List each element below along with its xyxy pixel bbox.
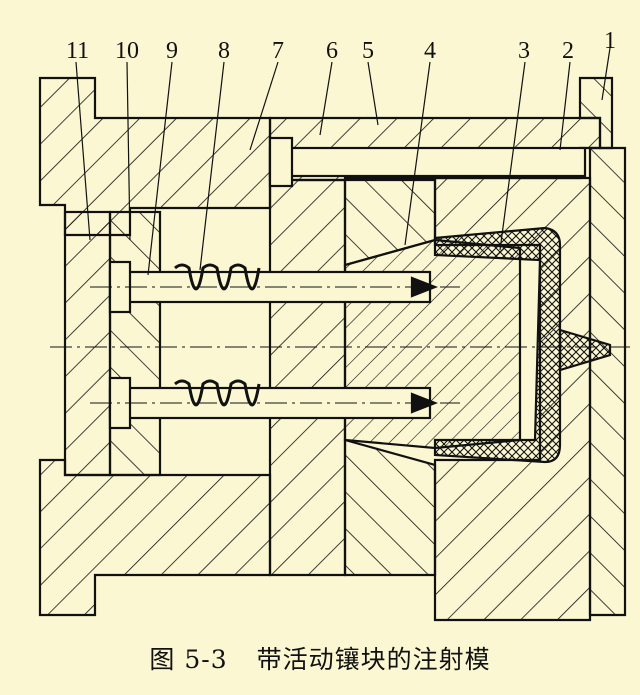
label-3: 3 [518, 38, 530, 64]
center-lines [50, 286, 630, 404]
label-11: 11 [66, 38, 89, 64]
label-10: 10 [115, 38, 139, 64]
guide-pin-head [268, 136, 294, 188]
clamp-plate-1-body [588, 146, 627, 617]
label-5: 5 [362, 38, 374, 64]
plastic-part-3 [433, 226, 562, 464]
label-8: 8 [218, 38, 230, 64]
label-7: 7 [272, 38, 284, 64]
figure-number: 图 5-3 [149, 645, 228, 674]
ejector-base-plate-11 [63, 210, 112, 477]
label-2: 2 [562, 38, 574, 64]
figure-caption: 图 5-3 带活动镶块的注射模 [0, 640, 640, 676]
leader-lines [75, 47, 611, 276]
figure-title: 带活动镶块的注射模 [256, 645, 491, 674]
ejector-retainer-plate-10 [108, 210, 162, 477]
label-9: 9 [166, 38, 178, 64]
support-plate [268, 178, 347, 577]
left-bottom-plate [38, 458, 272, 617]
movable-plate-6-lower [343, 438, 437, 577]
label-4: 4 [424, 38, 436, 64]
guide-pin-7 [268, 146, 587, 178]
springs-8 [174, 263, 261, 407]
sprue [558, 328, 612, 372]
label-6: 6 [326, 38, 338, 64]
part-labels: 11 10 9 8 7 6 5 4 3 2 1 [66, 28, 616, 64]
label-1: 1 [604, 28, 616, 54]
